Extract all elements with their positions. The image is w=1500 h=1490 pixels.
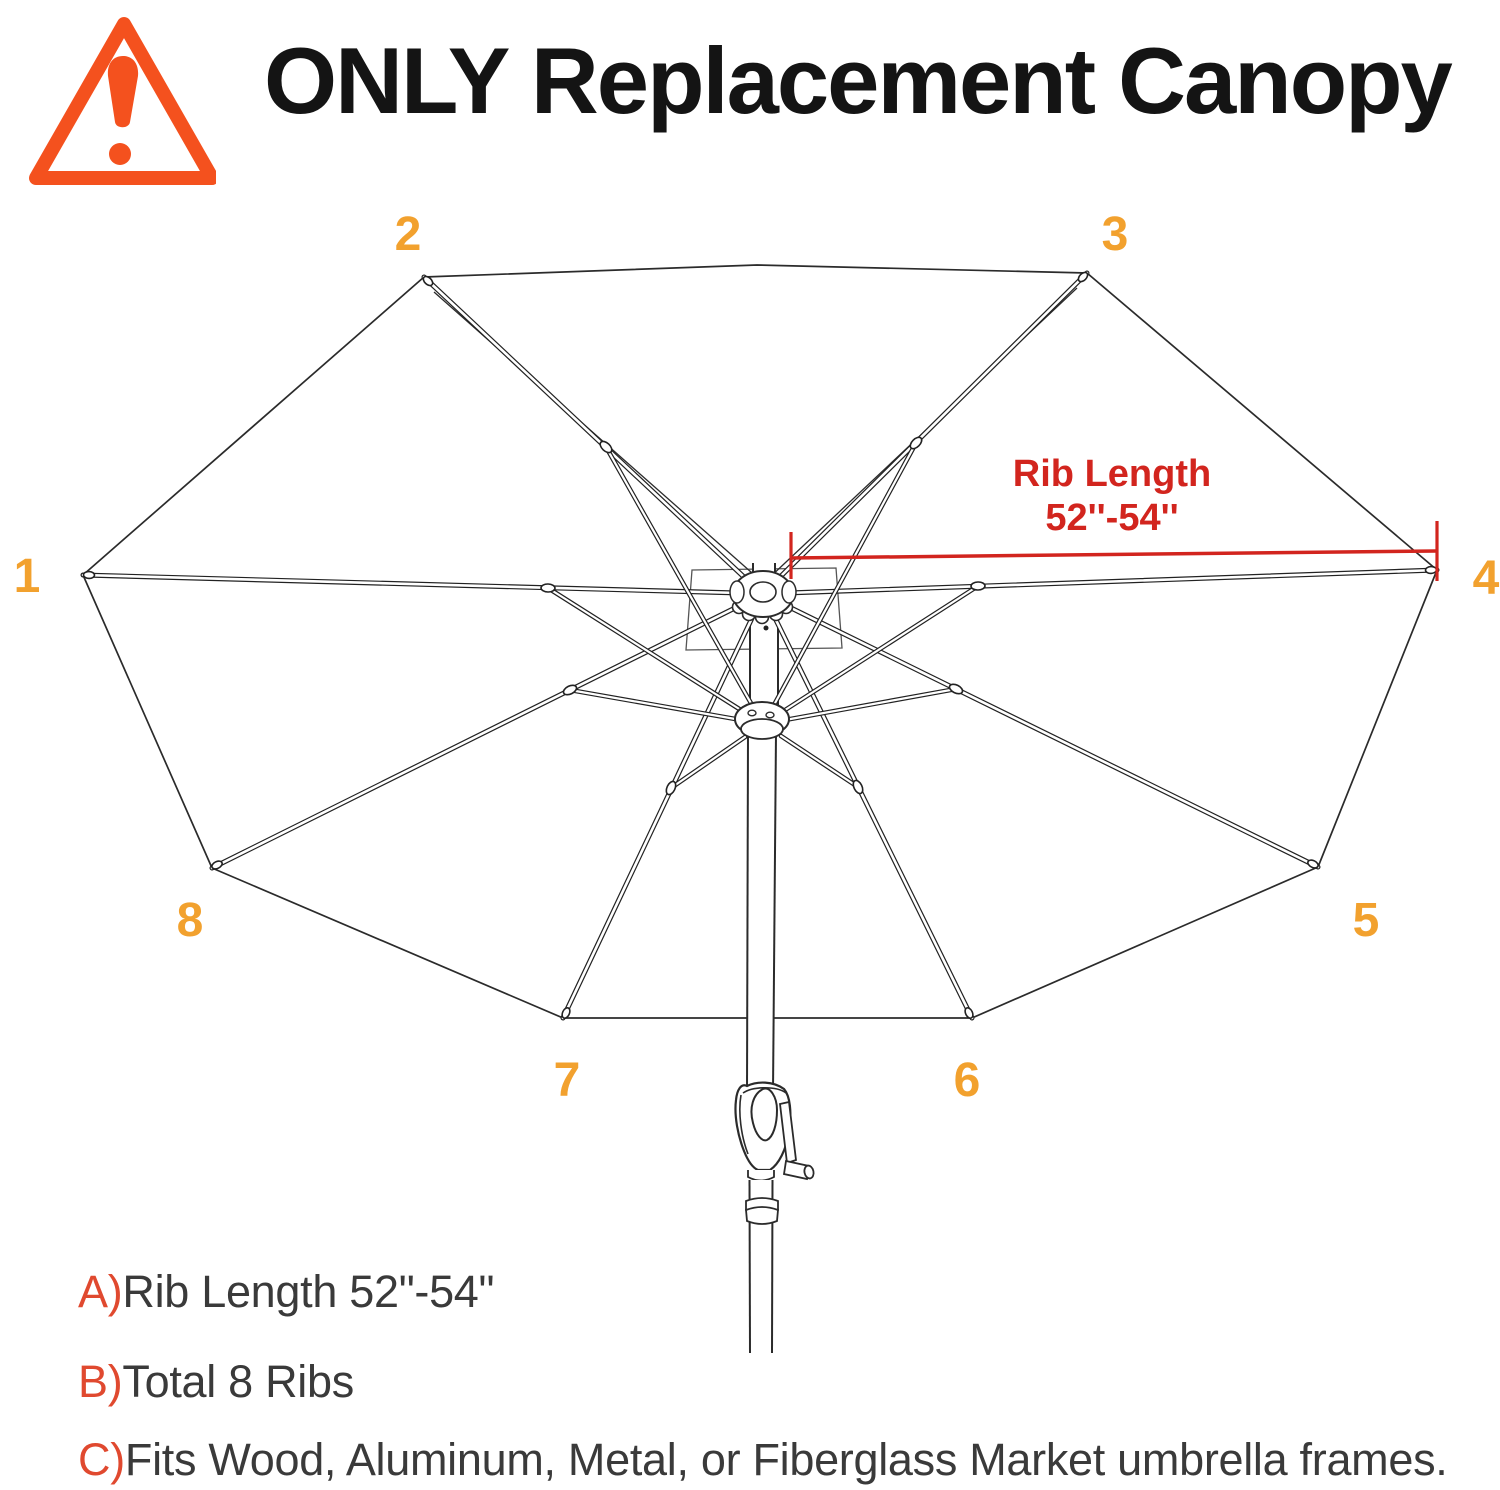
canopy-outline [82, 264, 1438, 1019]
crank-arm [779, 1100, 797, 1165]
runner-hub [734, 701, 790, 740]
note-a-prefix: A) [78, 1266, 123, 1317]
note-rib-length: A)Rib Length 52"-54" [78, 1266, 495, 1318]
note-a-text: Rib Length 52"-54" [122, 1266, 495, 1317]
rib-label-7: 7 [553, 1054, 581, 1107]
canopy-seam-lines [433, 287, 1078, 581]
struts-core [546, 441, 980, 790]
crank-assembly [734, 1081, 815, 1182]
note-c-prefix: C) [78, 1434, 125, 1485]
crank-knob [782, 1159, 811, 1181]
dimension-line [789, 521, 1439, 581]
pole-lower-segment [746, 625, 777, 1093]
rib-label-1: 1 [13, 550, 41, 603]
warning-triangle-icon [29, 17, 216, 185]
page-title: ONLY Replacement Canopy [264, 28, 1453, 133]
pole-pin-dot [763, 625, 769, 631]
rib-length-dimension-label: Rib Length 52''-54'' [1013, 452, 1211, 540]
note-frame-compatibility: C)Fits Wood, Aluminum, Metal, or Fibergl… [78, 1434, 1448, 1486]
rib-tip-caps [82, 271, 1438, 1019]
strut-connectors [540, 436, 986, 796]
rib-label-5: 5 [1352, 894, 1380, 947]
note-b-text: Total 8 Ribs [122, 1356, 354, 1407]
rib-label-8: 8 [176, 894, 204, 947]
note-total-ribs: B)Total 8 Ribs [78, 1356, 354, 1408]
crank-window [750, 1087, 779, 1142]
top-hub [729, 570, 797, 625]
rib-label-3: 3 [1101, 208, 1129, 261]
crank-neck [747, 1170, 775, 1182]
note-b-prefix: B) [78, 1356, 123, 1407]
rib-label-2: 2 [394, 208, 422, 261]
rib-label-6: 6 [953, 1054, 981, 1107]
tilt-collar [745, 1197, 779, 1225]
ribs-core [81, 271, 1439, 1020]
note-c-text: Fits Wood, Aluminum, Metal, or Fiberglas… [124, 1434, 1448, 1485]
dimension-text-line2: 52''-54'' [1045, 497, 1179, 540]
dimension-text-line1: Rib Length [1012, 453, 1212, 495]
rib-label-4: 4 [1472, 552, 1500, 605]
